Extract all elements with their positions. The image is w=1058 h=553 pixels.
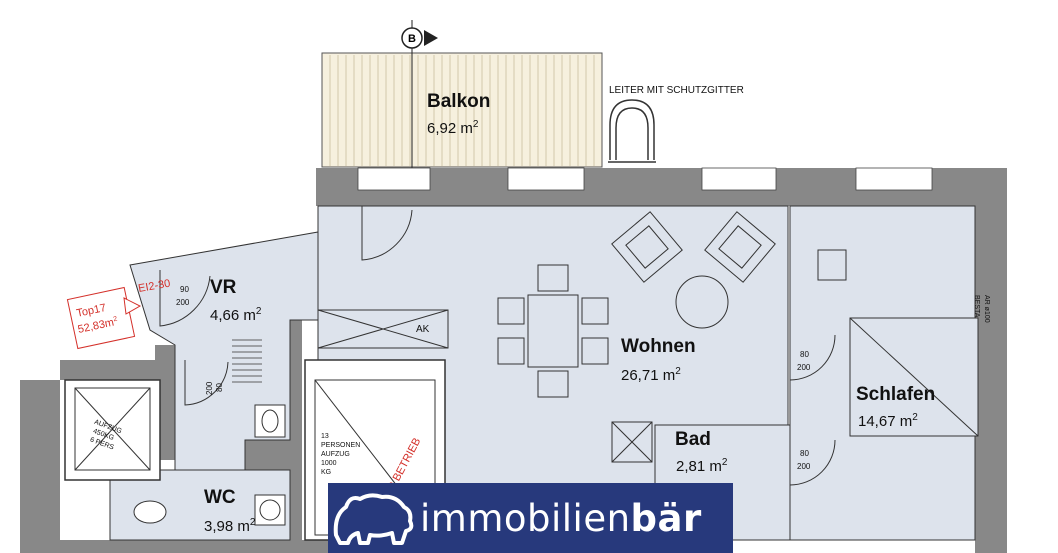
door-wc-height: 80 xyxy=(215,383,224,392)
coffee-table xyxy=(675,275,729,329)
armchairs xyxy=(611,211,776,283)
toilet-wc xyxy=(133,494,286,526)
door-schlafen-height: 200 xyxy=(797,363,811,372)
room-schlafen-area: 14,67 m2 xyxy=(858,412,918,430)
room-vr-name: VR xyxy=(210,277,237,298)
balcony-area xyxy=(321,52,603,168)
elevator-large-line4: 1000 xyxy=(321,460,337,467)
room-balkon-name: Balkon xyxy=(427,91,490,112)
elevator-large-line3: AUFZUG xyxy=(321,451,350,458)
room-wohnen-area: 26,71 m2 xyxy=(621,366,681,384)
room-wc-area: 3,98 m2 xyxy=(204,517,256,535)
door-bad-height: 200 xyxy=(797,462,811,471)
elevator-large-line5: KG xyxy=(321,469,331,476)
bed xyxy=(849,317,979,437)
ladder-label: LEITER MIT SCHUTZGITTER xyxy=(609,85,744,96)
room-wc-name: WC xyxy=(204,487,236,508)
door-wc-width: 200 xyxy=(205,381,214,395)
window-openings xyxy=(357,167,933,191)
elevator-small: AUFZUG 450KG 6 PERS xyxy=(64,379,161,481)
elevator-large-line2: PERSONEN xyxy=(321,442,360,449)
balcony-deck-lines xyxy=(329,55,595,166)
wall-note: AR ø100 xyxy=(983,295,990,323)
brand-wordmark-light: immobilien xyxy=(420,496,631,540)
room-wohnen-name: Wohnen xyxy=(621,336,696,357)
section-marker-label: B xyxy=(408,33,416,45)
room-schlafen-name: Schlafen xyxy=(856,384,935,405)
storage-ak-label: AK xyxy=(416,324,430,335)
elevator-large-line1: 13 xyxy=(321,433,329,440)
wall-note-2: BESTA xyxy=(973,295,980,318)
shower-bad xyxy=(611,421,653,463)
brand-wordmark: immobilienbär xyxy=(420,497,702,540)
room-vr-area: 4,66 m2 xyxy=(210,306,262,324)
stairs xyxy=(232,339,262,383)
ladder-symbol xyxy=(608,99,656,163)
door-schlafen-width: 80 xyxy=(800,350,809,359)
section-marker: B xyxy=(401,20,438,185)
dining-table xyxy=(497,264,609,398)
room-bad-area: 2,81 m2 xyxy=(676,457,728,475)
sink-vr xyxy=(254,404,286,438)
door-vr-height: 200 xyxy=(176,298,190,307)
unit-tag: Top17 52,83m2 xyxy=(66,286,142,350)
door-fire-rating: EI2-30 xyxy=(137,278,171,295)
door-vr-width: 90 xyxy=(180,285,189,294)
brand-wordmark-bold: bär xyxy=(630,496,702,540)
brand-banner: immobilienbär xyxy=(328,483,733,553)
door-bad-width: 80 xyxy=(800,449,809,458)
bear-logo-icon xyxy=(333,493,414,545)
bedside-unit xyxy=(817,249,847,281)
doors xyxy=(159,206,836,486)
room-balkon-area: 6,92 m2 xyxy=(427,119,479,137)
room-bad-name: Bad xyxy=(675,429,711,450)
